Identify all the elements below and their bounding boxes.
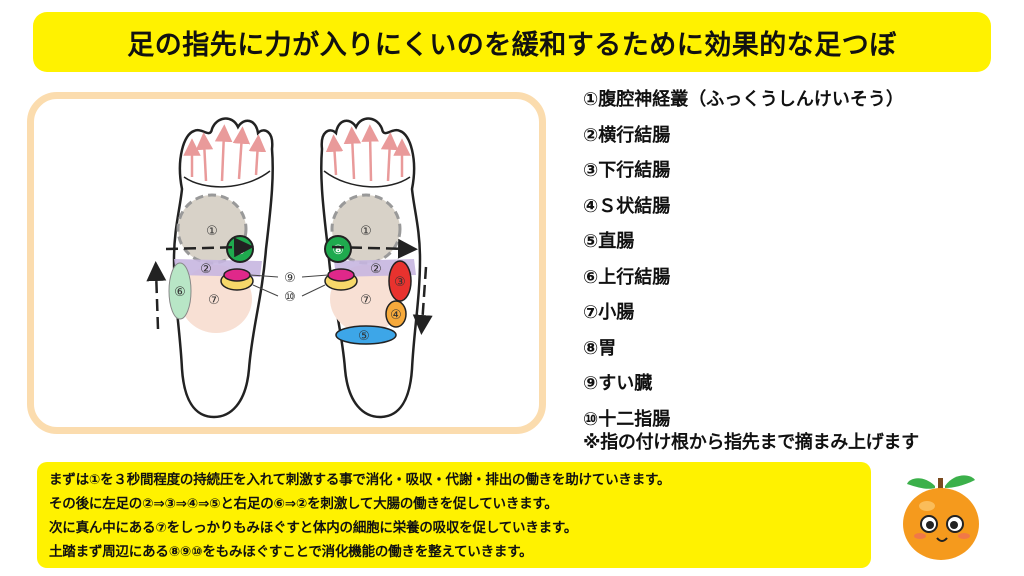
label-point-9: ⑨	[284, 271, 296, 286]
label-point-10: ⑩	[284, 290, 296, 305]
left-point-9	[223, 268, 251, 282]
svg-text:②: ②	[200, 262, 212, 277]
right-point-8	[324, 235, 352, 263]
right-point-3	[388, 260, 412, 302]
legend-item: ⑧胃	[583, 337, 617, 359]
svg-text:①: ①	[206, 224, 218, 239]
svg-text:②: ②	[370, 262, 382, 277]
foot-reflexology-diagram: ① ⑦ ② ⑥ ⑧ ① ⑦	[27, 92, 546, 434]
svg-text:⑦: ⑦	[360, 293, 372, 308]
svg-text:③: ③	[394, 275, 406, 290]
note-text: ※指の付け根から指先まで摘まみ上げます	[583, 432, 919, 453]
legend-item: ⑤直腸	[583, 231, 635, 252]
left-point-6	[168, 262, 192, 320]
svg-text:①: ①	[360, 224, 372, 239]
description-line: 次に真ん中にある⑦をしっかりもみほぐすと体内の細胞に栄養の吸収を促していきます。	[49, 520, 578, 536]
left-foot: ① ⑦ ② ⑥ ⑧	[146, 117, 274, 419]
right-point-4	[385, 300, 407, 328]
legend-item: ⑥上行結腸	[583, 266, 671, 288]
svg-text:⑧: ⑧	[234, 243, 245, 258]
svg-text:⑧: ⑧	[332, 243, 343, 258]
legend-item: ⑨すい臓	[583, 373, 653, 394]
svg-text:⑦: ⑦	[208, 293, 220, 308]
svg-text:⑤: ⑤	[358, 329, 370, 344]
description-box: まずは①を３秒間程度の持続圧を入れて刺激する事で消化・吸収・代謝・排出の働きを助…	[37, 462, 871, 568]
right-foot: ① ⑦ ② ③ ④ ⑤ ⑧	[320, 117, 433, 419]
svg-text:④: ④	[390, 308, 402, 323]
description-line: その後に左足の②⇒③⇒④⇒⑤と右足の⑥⇒②を刺激して大腸の働きを促していきます。	[49, 496, 558, 512]
description-line: 土踏まず周辺にある⑧⑨⑩をもみほぐすことで消化機能の働きを整えていきます。	[49, 544, 533, 560]
point-legend: ①腹腔神経叢（ふっくうしんけいそう） ②横行結腸 ③下行結腸 ④Ｓ状結腸 ⑤直腸…	[583, 82, 1013, 437]
legend-item: ⑩十二指腸	[583, 408, 671, 430]
description-line: まずは①を３秒間程度の持続圧を入れて刺激する事で消化・吸収・代謝・排出の働きを助…	[49, 472, 671, 488]
right-point-9	[327, 268, 355, 282]
orange-mascot-icon	[903, 475, 979, 560]
legend-item: ②横行結腸	[583, 124, 671, 146]
legend-item: ③下行結腸	[583, 160, 671, 181]
svg-text:⑥: ⑥	[174, 285, 186, 300]
legend-item: ①腹腔神経叢（ふっくうしんけいそう）	[583, 89, 904, 110]
page-title: 足の指先に力が入りにくいのを緩和するために効果的な足つぼ	[33, 12, 991, 72]
right-point-5	[335, 325, 397, 345]
feet-illustration: ① ⑦ ② ⑥ ⑧ ① ⑦	[146, 117, 433, 419]
legend-item: ⑦小腸	[583, 302, 635, 323]
legend-item: ④Ｓ状結腸	[583, 195, 671, 217]
